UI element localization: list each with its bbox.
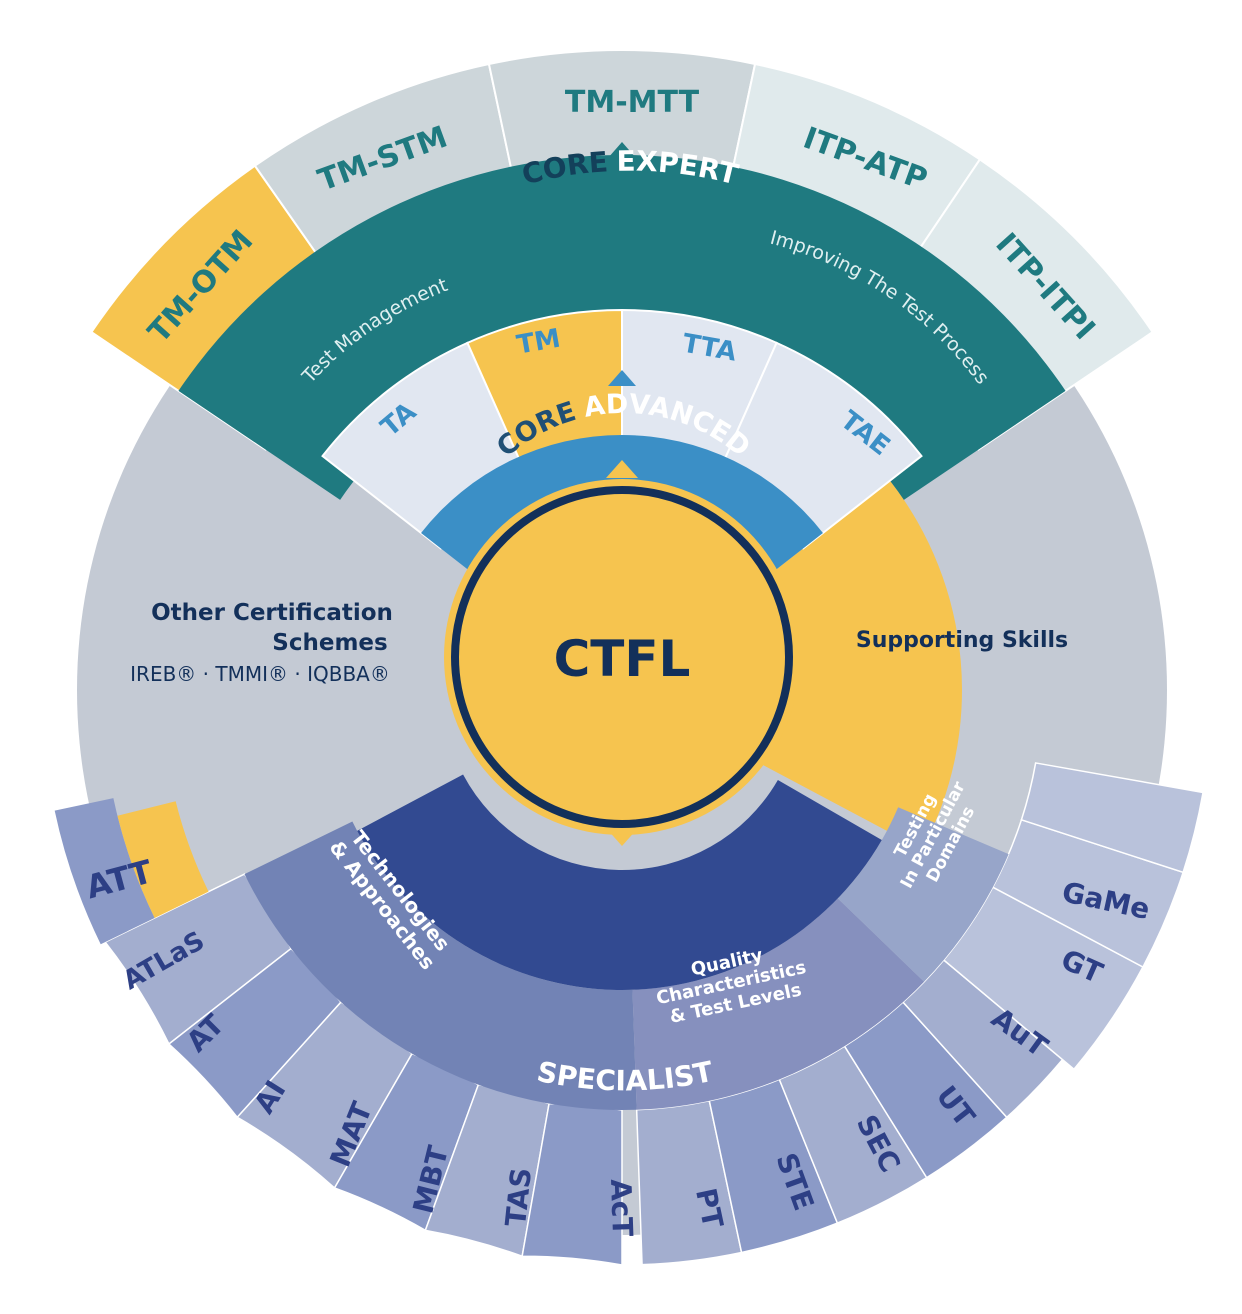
other-schemes-line1: Other Certification [151,600,393,626]
supporting-skills-sector [740,480,962,850]
ctfl-pointer-up [606,460,638,478]
tech-approaches-group [244,821,637,1110]
expert-label-tm-mtt: TM-MTT [565,85,700,120]
quality-label-pt: PT [689,1185,730,1231]
supporting-skills-label: Supporting Skills [856,628,1068,653]
ctfl-core [461,496,783,818]
ctfl-label: CTFL [554,630,691,688]
advanced-label-tm: TM [515,324,563,361]
domains-group [837,807,1009,982]
tech-label-tas: TAS [499,1166,538,1228]
domain-tile-gt[interactable] [991,818,1185,969]
att-tile[interactable] [54,798,155,945]
quality-label-act: AcT [604,1178,639,1236]
other-schemes-line3: IREB® · TMMI® · IQBBA® [130,662,390,686]
core-advanced-pointer [608,370,636,386]
ctfl-navy-ring [451,486,793,828]
domain-tile-aut[interactable] [1020,762,1204,874]
core-expert-pointer [608,142,636,158]
other-schemes-line2: Schemes [272,630,387,656]
specialist-band [357,774,882,990]
quality-levels-group [632,898,925,1110]
atlas-tile[interactable] [117,801,209,918]
